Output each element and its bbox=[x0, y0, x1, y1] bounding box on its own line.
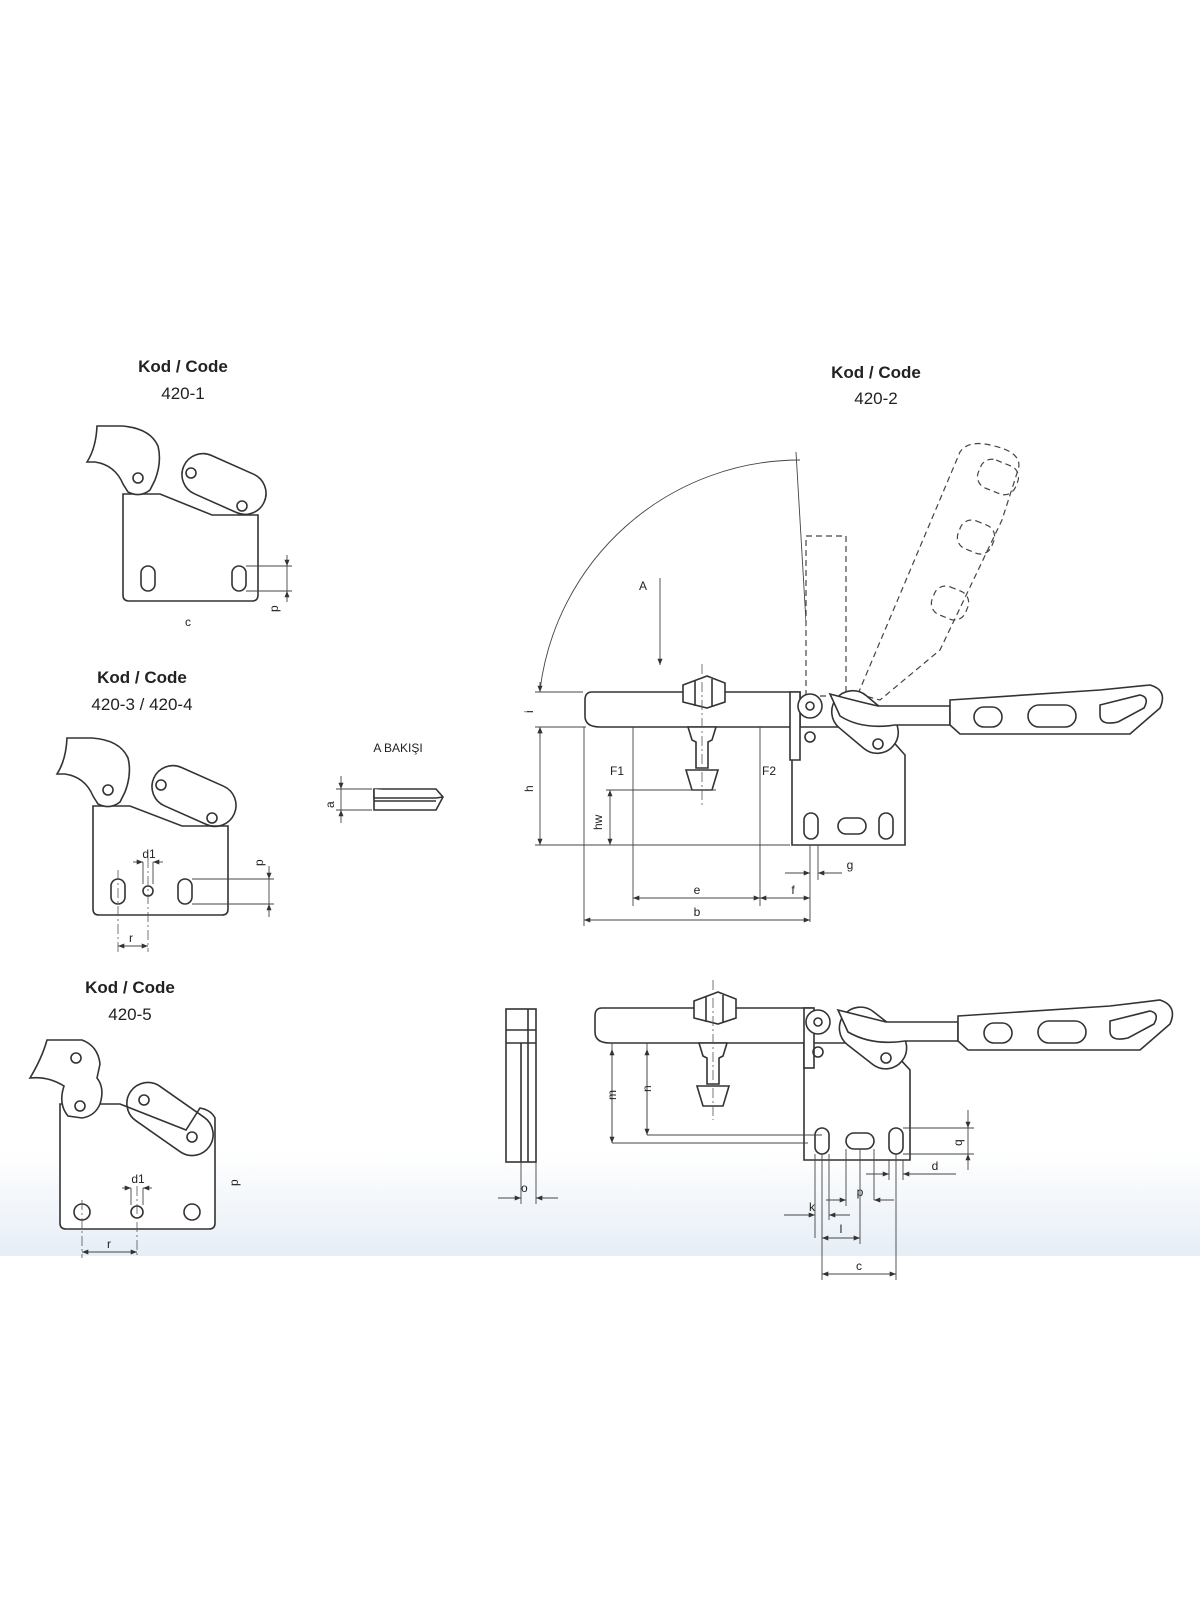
title-420-1: Kod / Code 420-1 bbox=[138, 357, 228, 403]
title-code: 420-2 bbox=[854, 389, 897, 408]
dim-c: c bbox=[856, 1259, 862, 1273]
dim-d1: d1 bbox=[131, 1172, 145, 1186]
main-view-420-2: A i h bbox=[522, 442, 1164, 926]
title-label: Kod / Code bbox=[97, 668, 187, 687]
dim-o: o bbox=[521, 1181, 528, 1195]
dim-m: m bbox=[605, 1090, 619, 1100]
side-view-bottom: o m n bbox=[498, 980, 1174, 1280]
title-420-3-4: Kod / Code 420-3 / 420-4 bbox=[91, 668, 192, 714]
dim-F2: F2 bbox=[762, 764, 776, 778]
dim-a: a bbox=[323, 801, 337, 808]
title-420-5: Kod / Code 420-5 bbox=[85, 978, 175, 1024]
view-a-detail: A BAKIŞI a bbox=[323, 741, 444, 823]
title-code: 420-3 / 420-4 bbox=[91, 695, 192, 714]
dim-i: i bbox=[522, 710, 536, 713]
arrow-a-label: A bbox=[639, 579, 647, 593]
dim-g: g bbox=[847, 858, 854, 872]
title-code: 420-5 bbox=[108, 1005, 151, 1024]
open-arm-ghost bbox=[805, 535, 847, 697]
title-label: Kod / Code bbox=[831, 363, 921, 382]
dim-e: e bbox=[694, 883, 701, 897]
dim-r: r bbox=[129, 931, 133, 945]
dim-q: q bbox=[951, 1139, 965, 1146]
dim-d1: d1 bbox=[142, 847, 156, 861]
title-label: Kod / Code bbox=[85, 978, 175, 997]
dim-p: p bbox=[267, 605, 281, 612]
dim-k: k bbox=[809, 1200, 816, 1214]
open-handle-ghost bbox=[857, 442, 1020, 701]
title-code: 420-1 bbox=[161, 384, 204, 403]
dim-f: f bbox=[791, 883, 795, 897]
dim-p: p bbox=[227, 1179, 241, 1186]
title-420-2: Kod / Code 420-2 bbox=[831, 363, 921, 408]
dim-r: r bbox=[107, 1237, 111, 1251]
dim-n: n bbox=[640, 1085, 654, 1092]
title-label: Kod / Code bbox=[138, 357, 228, 376]
detail-420-1-base: p c bbox=[85, 425, 292, 629]
dim-F1: F1 bbox=[610, 764, 624, 778]
dim-b: b bbox=[694, 905, 701, 919]
detail-420-5-base: d1 p r bbox=[28, 1039, 241, 1258]
dim-hw: hw bbox=[591, 814, 605, 830]
detail-420-3-base: d1 p r bbox=[55, 737, 274, 952]
dim-c: c bbox=[185, 615, 191, 629]
dim-p: p bbox=[252, 859, 266, 866]
dim-l: l bbox=[840, 1222, 843, 1236]
dim-h: h bbox=[522, 785, 536, 792]
dim-d: d bbox=[932, 1159, 939, 1173]
view-a-label: A BAKIŞI bbox=[373, 741, 422, 755]
